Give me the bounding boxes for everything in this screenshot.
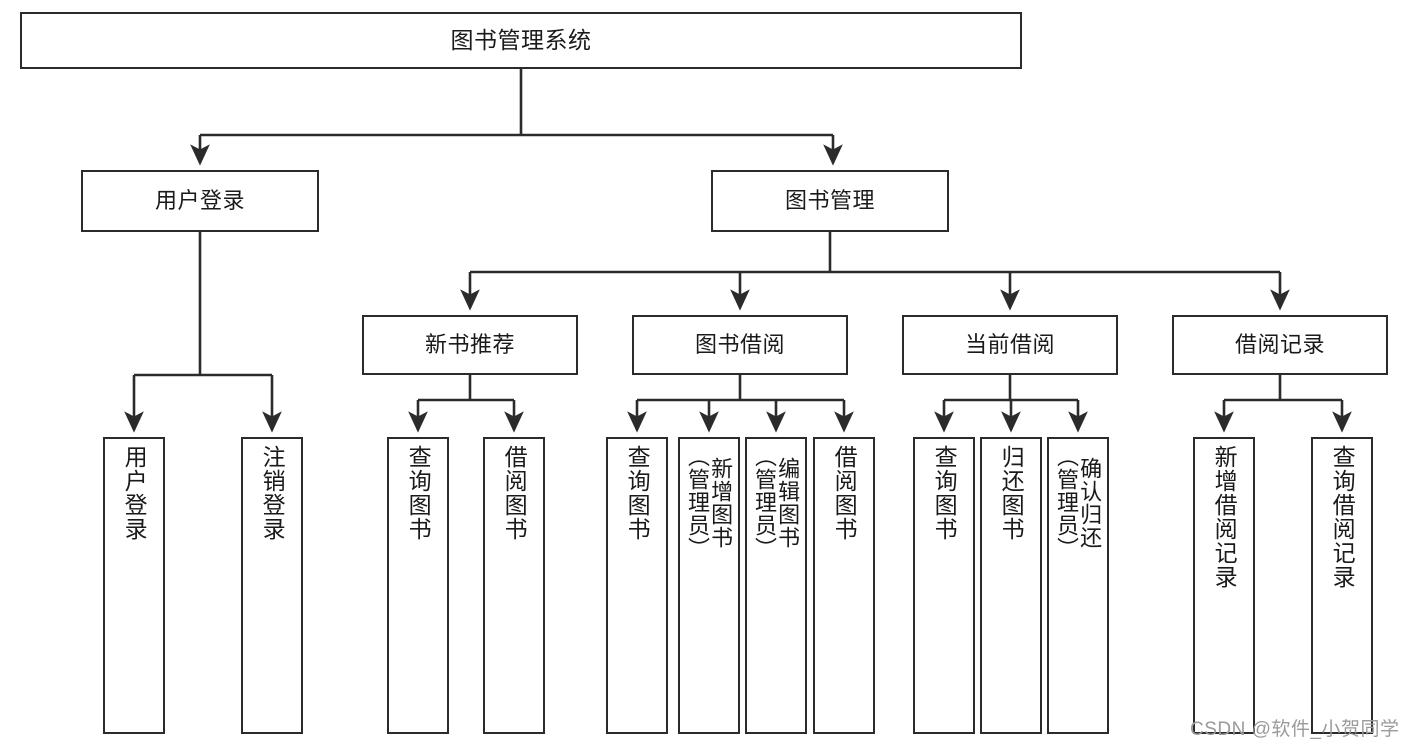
node-leaf-return-book[interactable]: 归还图书 [980, 437, 1042, 734]
node-leaf-confirm-return[interactable]: 确认归还 （管理员） [1047, 437, 1109, 734]
node-leaf-query-book-1-label: 查询图书 [405, 445, 432, 541]
node-book-manage-label: 图书管理 [784, 188, 875, 214]
node-leaf-query-record-label: 查询借阅记录 [1329, 445, 1356, 589]
node-leaf-add-record-label: 新增借阅记录 [1211, 445, 1238, 589]
node-current-borrow[interactable]: 当前借阅 [902, 315, 1118, 375]
node-leaf-add-book[interactable]: 新增图书 （管理员） [678, 437, 740, 734]
node-user-login[interactable]: 用户登录 [81, 170, 319, 232]
node-leaf-logout-label: 注销登录 [259, 445, 286, 541]
node-leaf-add-book-label: 新增图书 （管理员） [685, 445, 734, 560]
watermark: CSDN @软件_小贺同学 [1190, 719, 1400, 740]
node-leaf-edit-book[interactable]: 编辑图书 （管理员） [745, 437, 807, 734]
node-leaf-logout[interactable]: 注销登录 [241, 437, 303, 734]
node-leaf-confirm-return-label: 确认归还 （管理员） [1054, 445, 1103, 560]
node-user-login-label: 用户登录 [154, 188, 245, 214]
node-leaf-query-book-3[interactable]: 查询图书 [913, 437, 975, 734]
node-borrow-record-label: 借阅记录 [1234, 332, 1325, 358]
node-book-borrow[interactable]: 图书借阅 [632, 315, 848, 375]
node-leaf-query-book-3-label: 查询图书 [931, 445, 958, 541]
node-leaf-query-book-1[interactable]: 查询图书 [387, 437, 449, 734]
node-borrow-record[interactable]: 借阅记录 [1172, 315, 1388, 375]
node-leaf-user-login-label: 用户登录 [121, 445, 148, 541]
node-leaf-query-book-2-label: 查询图书 [624, 445, 651, 541]
node-root[interactable]: 图书管理系统 [20, 12, 1022, 69]
node-leaf-borrow-book-2-label: 借阅图书 [831, 445, 858, 541]
node-book-manage[interactable]: 图书管理 [711, 170, 949, 232]
node-leaf-user-login[interactable]: 用户登录 [103, 437, 165, 734]
node-leaf-edit-book-label: 编辑图书 （管理员） [752, 445, 801, 560]
node-book-borrow-label: 图书借阅 [694, 332, 785, 358]
node-new-book-rec-label: 新书推荐 [424, 332, 515, 358]
node-leaf-add-record[interactable]: 新增借阅记录 [1193, 437, 1255, 734]
node-root-label: 图书管理系统 [450, 26, 592, 53]
node-leaf-return-book-label: 归还图书 [998, 445, 1025, 541]
node-leaf-borrow-book-1-label: 借阅图书 [501, 445, 528, 541]
node-leaf-borrow-book-1[interactable]: 借阅图书 [483, 437, 545, 734]
node-new-book-rec[interactable]: 新书推荐 [362, 315, 578, 375]
node-current-borrow-label: 当前借阅 [964, 332, 1055, 358]
node-leaf-query-book-2[interactable]: 查询图书 [606, 437, 668, 734]
node-leaf-query-record[interactable]: 查询借阅记录 [1311, 437, 1373, 734]
node-leaf-borrow-book-2[interactable]: 借阅图书 [813, 437, 875, 734]
